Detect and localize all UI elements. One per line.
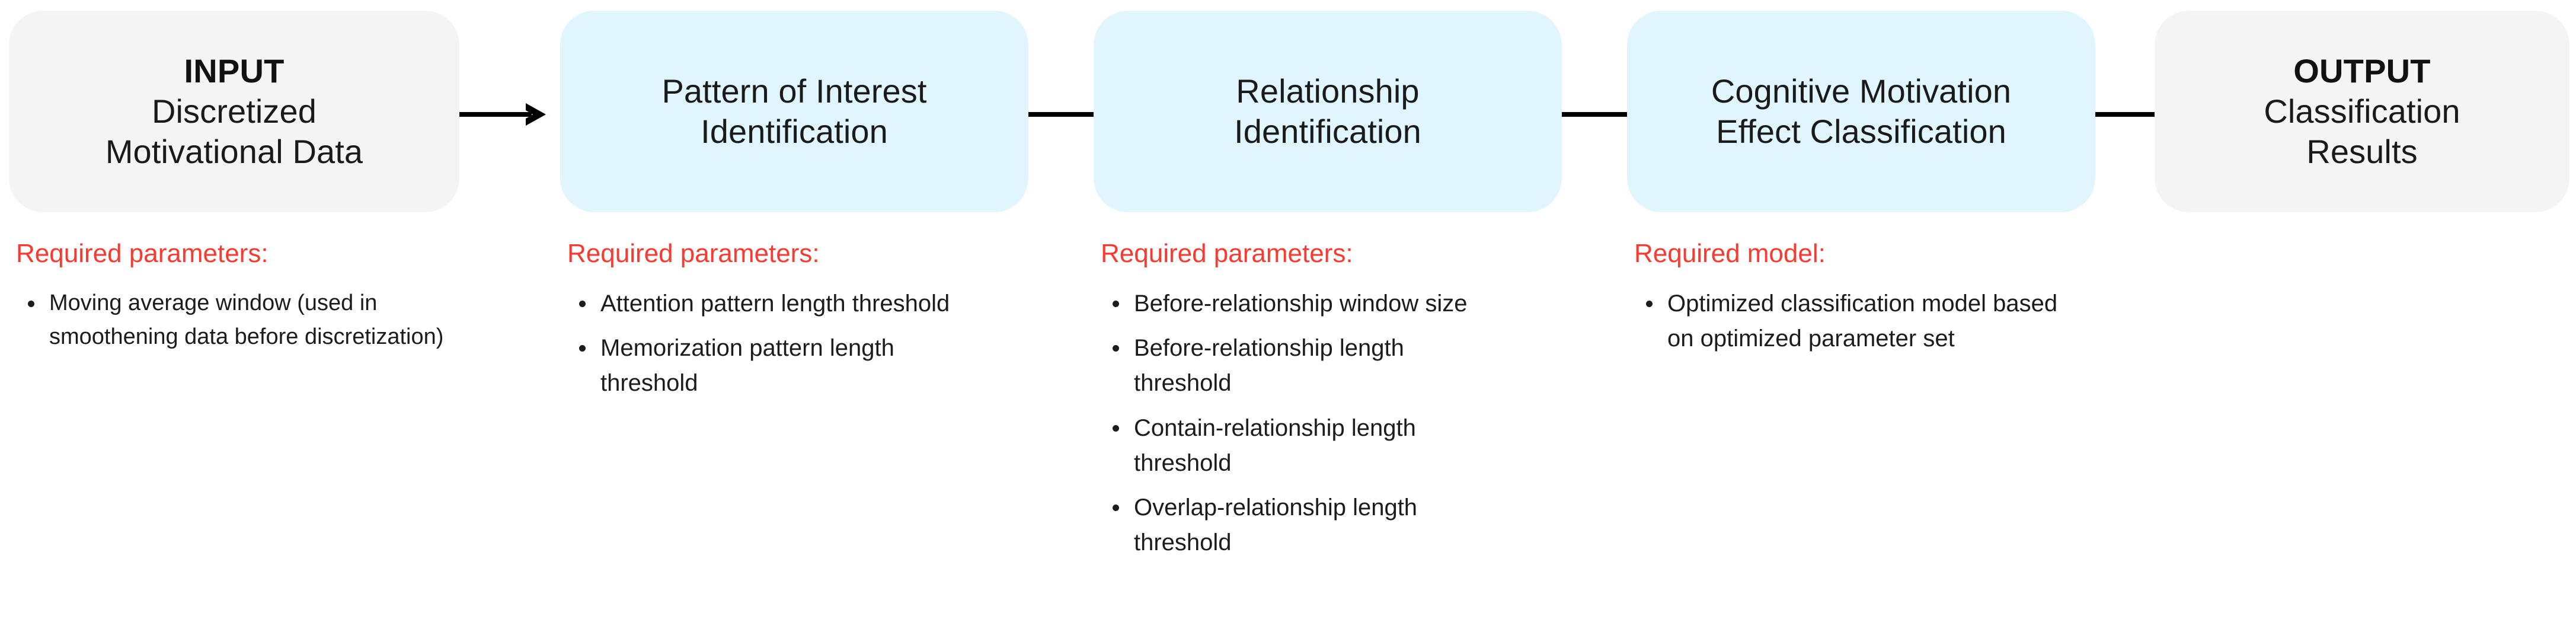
node-relationship-identification[interactable]: Relationship Identification xyxy=(1094,11,1562,212)
arrow-input-to-pattern xyxy=(459,101,548,128)
node-relationship-title: Relationship Identification xyxy=(1234,71,1421,152)
param-list-input: Moving average window (used in smootheni… xyxy=(16,286,466,354)
node-input-title-line-2: Motivational Data xyxy=(105,133,363,171)
node-input-title-strong: INPUT xyxy=(184,52,285,90)
param-item: Memorization pattern length threshold xyxy=(579,331,982,401)
params-heading-classification: Required model: xyxy=(1634,239,1826,268)
right-arrow-icon xyxy=(459,103,546,126)
node-pattern-title: Pattern of Interest Identification xyxy=(661,71,926,152)
param-item: Contain-relationship length threshold xyxy=(1113,411,1492,481)
node-output-title-strong: OUTPUT xyxy=(2293,52,2431,90)
node-cognitive-motivation-effect-classification[interactable]: Cognitive Motivation Effect Classificati… xyxy=(1627,11,2095,212)
node-relationship-title-line-1: Relationship xyxy=(1236,72,1420,110)
node-classification-title-line-2: Effect Classification xyxy=(1716,113,2006,150)
node-pattern-title-line-2: Identification xyxy=(701,113,888,150)
node-pattern-of-interest-identification[interactable]: Pattern of Interest Identification xyxy=(560,11,1028,212)
param-item: Optimized classification model based on … xyxy=(1646,286,2061,356)
params-heading-relationship: Required parameters: xyxy=(1101,239,1353,268)
params-heading-input: Required parameters: xyxy=(16,239,269,268)
param-item: Moving average window (used in smootheni… xyxy=(28,286,466,354)
node-relationship-title-line-2: Identification xyxy=(1234,113,1421,150)
params-block-classification: Required model: Optimized classification… xyxy=(1634,237,2061,366)
param-list-pattern: Attention pattern length threshold Memor… xyxy=(567,286,982,401)
node-pattern-title-line-1: Pattern of Interest xyxy=(661,72,927,110)
node-output-title: Classification Results xyxy=(2264,91,2460,173)
param-list-relationship: Before-relationship window size Before-r… xyxy=(1101,286,1492,560)
node-input-title: Discretized Motivational Data xyxy=(106,91,363,173)
node-output-title-line-1: Classification xyxy=(2264,92,2460,130)
param-item: Before-relationship window size xyxy=(1113,286,1492,321)
node-output[interactable]: OUTPUT Classification Results xyxy=(2155,11,2569,212)
params-block-pattern: Required parameters: Attention pattern l… xyxy=(567,237,982,411)
node-classification-title-line-1: Cognitive Motivation xyxy=(1711,72,2012,110)
param-item: Attention pattern length threshold xyxy=(579,286,982,321)
param-item: Overlap-relationship length threshold xyxy=(1113,490,1492,560)
param-item: Before-relationship length threshold xyxy=(1113,331,1492,401)
param-list-classification: Optimized classification model based on … xyxy=(1634,286,2061,356)
node-input[interactable]: INPUT Discretized Motivational Data xyxy=(9,11,459,212)
node-output-title-line-2: Results xyxy=(2306,133,2418,171)
params-heading-pattern: Required parameters: xyxy=(567,239,820,268)
node-classification-title: Cognitive Motivation Effect Classificati… xyxy=(1711,71,2011,152)
params-block-relationship: Required parameters: Before-relationship… xyxy=(1101,237,1492,570)
params-block-input: Required parameters: Moving average wind… xyxy=(16,237,466,363)
node-input-title-line-1: Discretized xyxy=(151,92,317,130)
